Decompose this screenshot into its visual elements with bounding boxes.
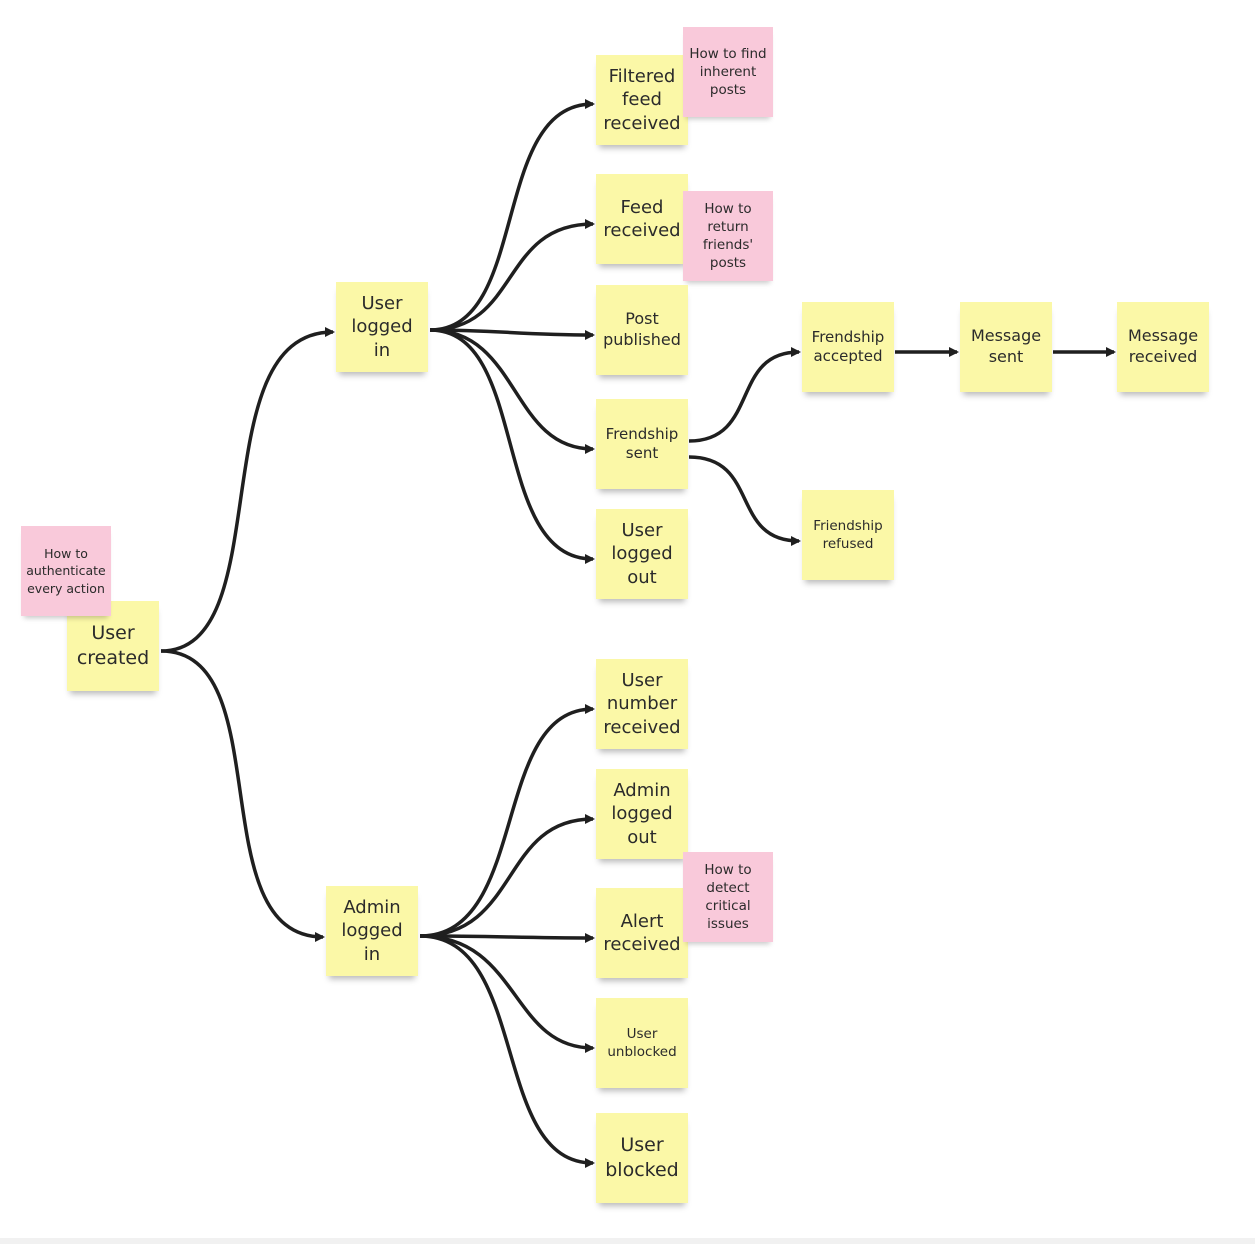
question-critical-issues[interactable]: How to detect critical issues bbox=[683, 852, 773, 942]
sticky-user-number-received[interactable]: User number received bbox=[596, 659, 688, 749]
question-label: How to authenticate every action bbox=[26, 545, 106, 596]
sticky-user-unblocked[interactable]: User unblocked bbox=[596, 998, 688, 1088]
sticky-label: Frendship sent bbox=[605, 424, 679, 463]
sticky-label: Frendship accepted bbox=[811, 327, 885, 366]
arrow-user-logged-in-to-user-logged-out bbox=[429, 328, 595, 564]
question-label: How to return friends' posts bbox=[702, 200, 754, 272]
sticky-frendship-sent[interactable]: Frendship sent bbox=[596, 399, 688, 489]
sticky-label: Friendship refused bbox=[813, 517, 883, 552]
sticky-user-logged-out[interactable]: User logged out bbox=[596, 509, 688, 599]
arrow-user-logged-in-to-filtered-feed bbox=[429, 99, 595, 332]
canvas-bottom-bar bbox=[0, 1238, 1255, 1244]
arrow-frendship-sent-to-accepted bbox=[688, 347, 801, 443]
sticky-label: Filtered feed received bbox=[603, 65, 681, 134]
sticky-label: Alert received bbox=[603, 910, 681, 955]
sticky-user-created[interactable]: User created bbox=[67, 601, 159, 691]
question-friends-posts[interactable]: How to return friends' posts bbox=[683, 191, 773, 281]
arrow-user-logged-in-to-frendship-sent bbox=[429, 328, 595, 454]
arrow-admin-logged-in-to-admin-logged-out bbox=[419, 814, 595, 938]
arrow-admin-logged-in-to-user-number bbox=[419, 704, 595, 938]
sticky-filtered-feed-received[interactable]: Filtered feed received bbox=[596, 55, 688, 145]
sticky-frendship-accepted[interactable]: Frendship accepted bbox=[802, 302, 894, 392]
sticky-admin-logged-in[interactable]: Admin logged in bbox=[326, 886, 418, 976]
sticky-frendship-refused[interactable]: Friendship refused bbox=[802, 490, 894, 580]
arrow-admin-logged-in-to-user-blocked bbox=[419, 934, 595, 1168]
sticky-label: User number received bbox=[603, 669, 681, 738]
arrow-admin-logged-in-to-alert-received bbox=[419, 932, 595, 943]
question-inherent-posts[interactable]: How to find inherent posts bbox=[683, 27, 773, 117]
arrow-user-logged-in-to-feed-received bbox=[429, 219, 595, 332]
sticky-alert-received[interactable]: Alert received bbox=[596, 888, 688, 978]
question-label: How to detect critical issues bbox=[704, 861, 752, 933]
sticky-label: Message received bbox=[1127, 326, 1199, 366]
sticky-label: User blocked bbox=[605, 1134, 679, 1181]
arrow-user-logged-in-to-post-published bbox=[429, 328, 595, 340]
arrow-user-created-to-admin-logged-in bbox=[160, 649, 325, 942]
sticky-label: Feed received bbox=[603, 196, 681, 241]
arrow-frendship-sent-to-refused bbox=[688, 455, 801, 546]
sticky-label: Message sent bbox=[970, 326, 1042, 366]
sticky-label: Admin logged out bbox=[611, 779, 673, 848]
question-authenticate[interactable]: How to authenticate every action bbox=[21, 526, 111, 616]
sticky-admin-logged-out[interactable]: Admin logged out bbox=[596, 769, 688, 859]
sticky-label: User logged out bbox=[611, 519, 673, 588]
sticky-message-received[interactable]: Message received bbox=[1117, 302, 1209, 392]
sticky-feed-received[interactable]: Feed received bbox=[596, 174, 688, 264]
sticky-label: User created bbox=[76, 622, 150, 669]
sticky-message-sent[interactable]: Message sent bbox=[960, 302, 1052, 392]
sticky-user-logged-in[interactable]: User logged in bbox=[336, 282, 428, 372]
sticky-user-blocked[interactable]: User blocked bbox=[596, 1113, 688, 1203]
sticky-label: User unblocked bbox=[607, 1025, 677, 1060]
question-label: How to find inherent posts bbox=[689, 45, 767, 99]
arrow-admin-logged-in-to-user-unblocked bbox=[419, 934, 595, 1053]
sticky-label: Post published bbox=[603, 309, 681, 349]
sticky-label: Admin logged in bbox=[341, 896, 403, 965]
sticky-post-published[interactable]: Post published bbox=[596, 285, 688, 375]
arrow-user-created-to-user-logged-in bbox=[160, 327, 335, 653]
sticky-label: User logged in bbox=[351, 292, 413, 361]
